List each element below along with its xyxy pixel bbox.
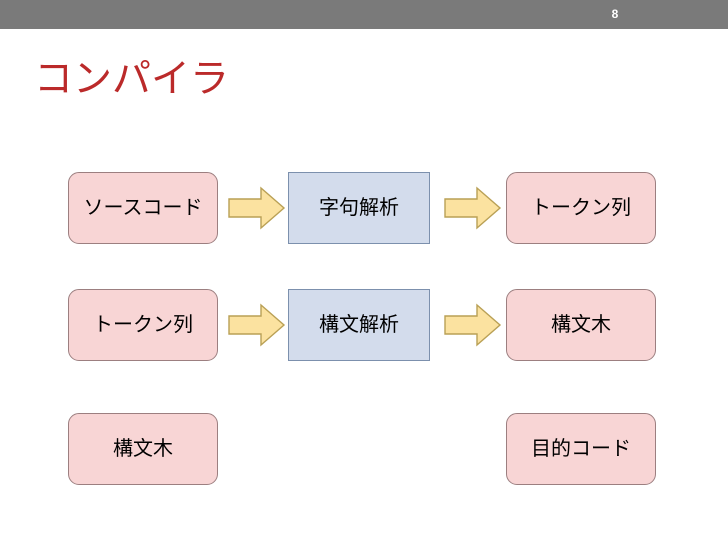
- node-row1-input[interactable]: ソースコード: [68, 172, 218, 244]
- node-row1-process[interactable]: 字句解析: [288, 172, 430, 244]
- header-bar: [0, 0, 728, 29]
- node-row3-input[interactable]: 構文木: [68, 413, 218, 485]
- node-label: 目的コード: [531, 438, 631, 460]
- arrow-right-icon-row2-1: [228, 303, 286, 347]
- node-label: 構文解析: [319, 314, 399, 336]
- node-label: トークン列: [531, 197, 631, 219]
- node-label: 構文木: [113, 438, 173, 460]
- node-row1-output[interactable]: トークン列: [506, 172, 656, 244]
- arrow-right-icon-row1-2: [444, 186, 502, 230]
- page-title: コンパイラ: [34, 58, 230, 101]
- node-row3-output[interactable]: 目的コード: [506, 413, 656, 485]
- node-row2-input[interactable]: トークン列: [68, 289, 218, 361]
- node-row2-output[interactable]: 構文木: [506, 289, 656, 361]
- node-label: ソースコード: [83, 197, 203, 219]
- arrow-right-icon-row1-1: [228, 186, 286, 230]
- page-number: 8: [611, 7, 619, 21]
- arrow-right-icon-row2-2: [444, 303, 502, 347]
- node-label: 字句解析: [319, 197, 399, 219]
- node-label: トークン列: [93, 314, 193, 336]
- node-row2-process[interactable]: 構文解析: [288, 289, 430, 361]
- node-label: 構文木: [551, 314, 611, 336]
